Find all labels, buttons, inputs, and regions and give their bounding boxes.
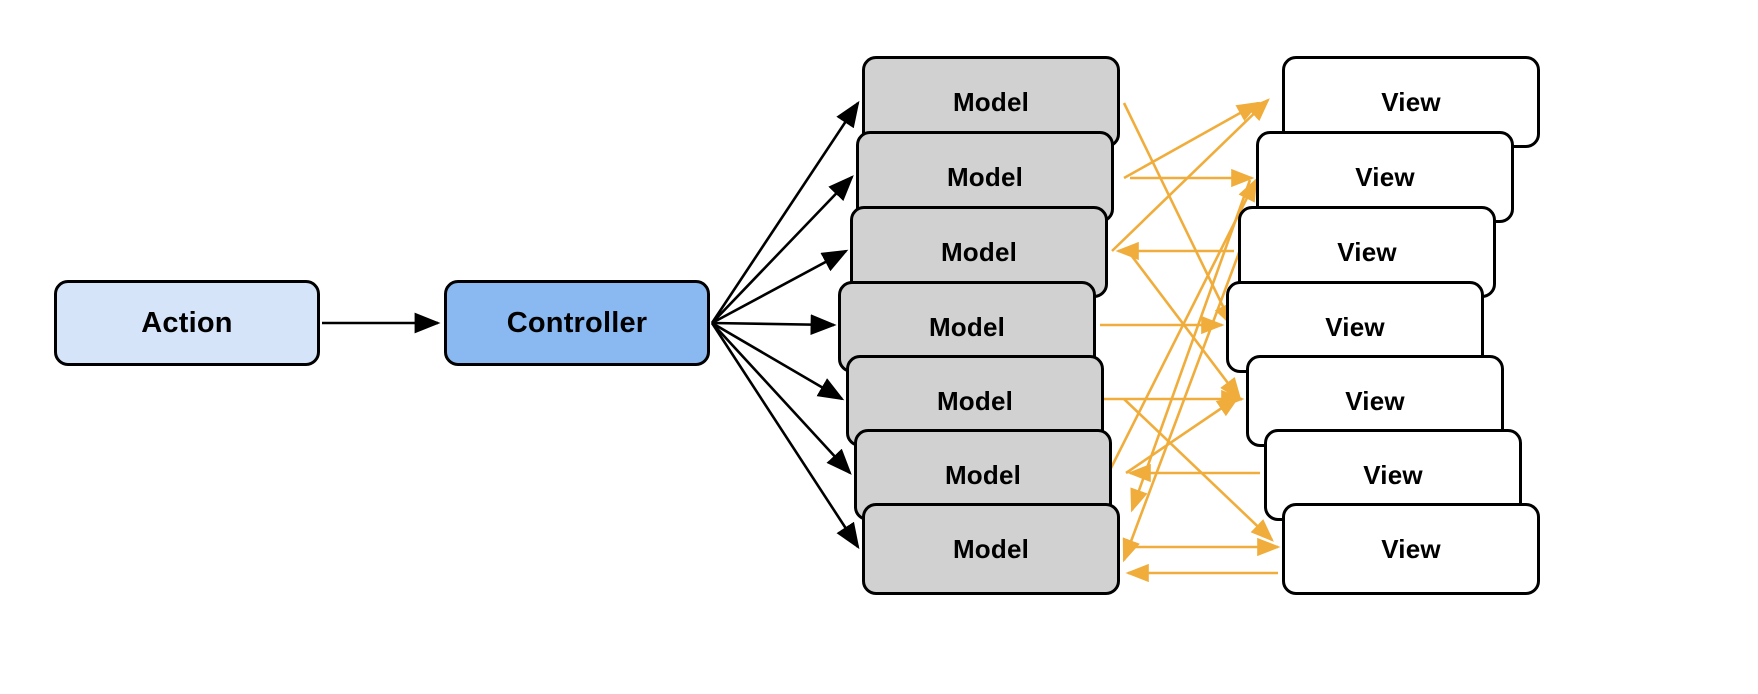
model-label: Model — [946, 161, 1024, 192]
view-label: View — [1381, 86, 1441, 117]
model-node[interactable]: Model — [862, 503, 1120, 595]
arrow-model-view-link — [1122, 249, 1242, 563]
arrow-model-view-link — [1126, 250, 1242, 402]
arrow-model-view-link — [1122, 102, 1234, 328]
arrow-controller-to-model — [711, 249, 849, 325]
view-label: View — [1363, 459, 1423, 490]
view-label: View — [1355, 161, 1415, 192]
view-label: View — [1345, 385, 1405, 416]
model-label: Model — [952, 533, 1030, 564]
model-label: Model — [936, 385, 1014, 416]
view-node[interactable]: View — [1282, 503, 1540, 595]
arrow-model-view-link — [1125, 395, 1241, 475]
action-node[interactable]: Action — [54, 280, 320, 366]
view-label: View — [1381, 533, 1441, 564]
arrow-controller-to-model — [710, 100, 860, 324]
arrow-controller-to-model — [711, 322, 852, 475]
arrow-controller-to-model — [711, 314, 837, 336]
view-label: View — [1325, 311, 1385, 342]
view-label: View — [1337, 236, 1397, 267]
arrow-model-view-link — [1123, 101, 1261, 180]
model-label: Model — [944, 459, 1022, 490]
arrow-controller-to-model — [710, 322, 860, 550]
model-label: Model — [940, 236, 1018, 267]
controller-node[interactable]: Controller — [444, 280, 710, 366]
model-label: Model — [928, 311, 1006, 342]
arrow-controller-to-model — [711, 321, 845, 401]
controller-label: Controller — [506, 306, 648, 339]
model-label: Model — [952, 86, 1030, 117]
action-label: Action — [141, 306, 233, 339]
arrow-controller-to-model — [711, 175, 854, 324]
